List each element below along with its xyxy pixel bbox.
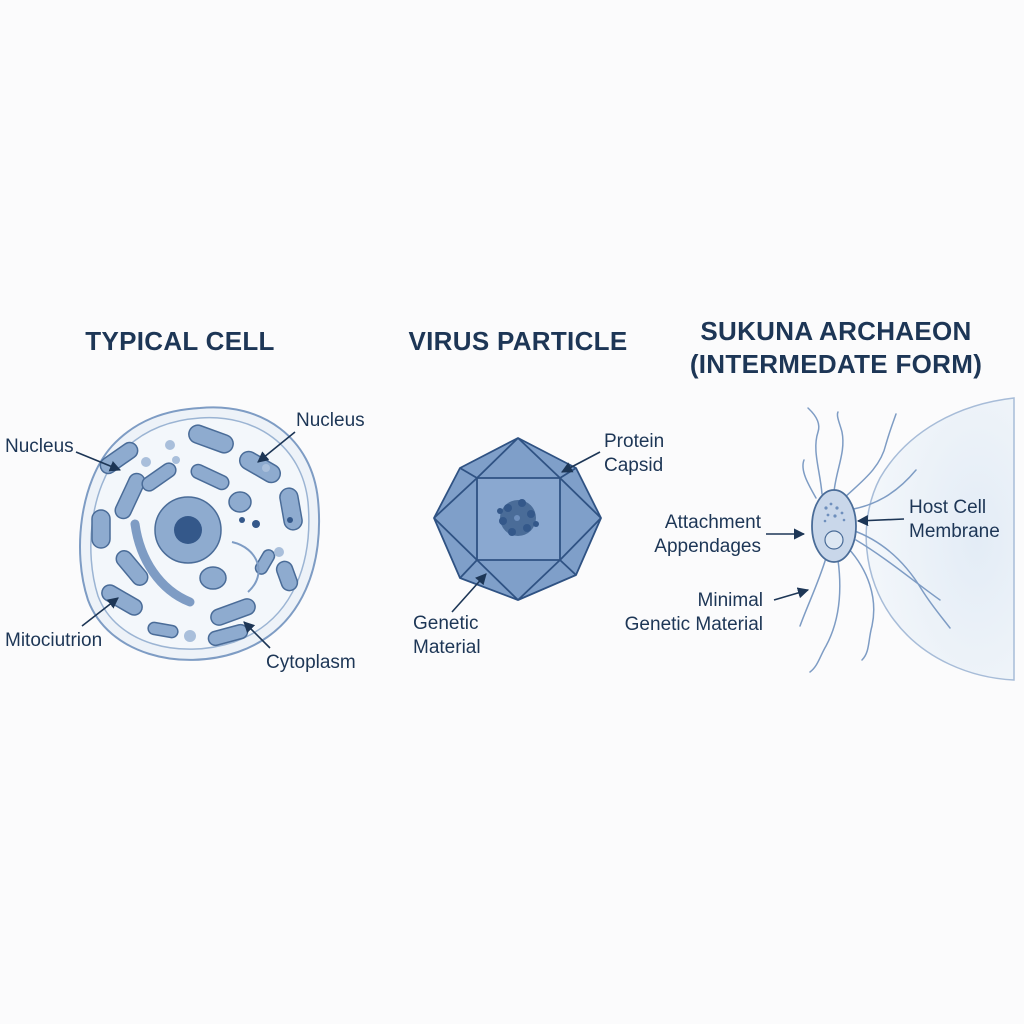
attachment-appendages xyxy=(799,407,951,673)
archaeon-panel: SUKUNA ARCHAEON (INTERMEDATE FORM) xyxy=(625,316,1015,681)
archaeon-minimal-genetic-material xyxy=(823,502,846,523)
cell-granules xyxy=(141,440,293,642)
label-capsid-line2: Capsid xyxy=(604,455,663,476)
organelle-oval xyxy=(190,463,230,491)
leader-cytoplasm xyxy=(243,621,271,649)
cytoskeleton-fiber xyxy=(231,541,260,593)
organelle-oval xyxy=(188,424,234,454)
archaeon-inclusion xyxy=(824,530,844,550)
label-genetic-line2: Material xyxy=(413,637,481,658)
label-capsid-line1: Protein xyxy=(604,431,664,452)
endoplasmic-reticulum xyxy=(130,519,195,607)
label-minimal-line1: Minimal xyxy=(698,590,763,611)
leader-genetic xyxy=(451,573,487,613)
organelle-oval xyxy=(114,472,146,520)
label-attachment-line2: Appendages xyxy=(654,536,761,557)
organelle-oval xyxy=(210,598,256,626)
nucleolus xyxy=(174,516,202,544)
virus-particle-panel: VIRUS PARTICLE xyxy=(409,326,665,658)
cell-organelles xyxy=(91,424,303,647)
leader-nucleus-right xyxy=(257,431,296,463)
typical-cell-title: TYPICAL CELL xyxy=(85,326,274,356)
label-genetic-line1: Genetic xyxy=(413,613,478,634)
typical-cell-illustration xyxy=(79,406,321,661)
virus-particle-title: VIRUS PARTICLE xyxy=(409,326,628,356)
organelle-oval xyxy=(141,462,177,492)
leader-nucleus-left xyxy=(75,451,122,472)
organelle-oval xyxy=(115,550,149,586)
leader-capsid xyxy=(561,451,601,473)
label-nucleus-left: Nucleus xyxy=(5,436,74,457)
organelle-oval xyxy=(147,621,179,639)
virus-genetic-material xyxy=(497,499,539,536)
vesicle xyxy=(228,491,252,513)
archaeon-title-line1: SUKUNA ARCHAEON xyxy=(700,316,971,346)
label-attachment-line1: Attachment xyxy=(665,512,762,533)
typical-cell-panel: TYPICAL CELL xyxy=(5,326,365,673)
archaeon-cell-body xyxy=(811,489,857,563)
leader-minimal xyxy=(773,587,810,601)
label-mitochondrion: Mitociutrion xyxy=(5,630,102,651)
archaeon-title-line2: (INTERMEDATE FORM) xyxy=(690,349,982,379)
label-nucleus-right: Nucleus xyxy=(296,410,365,431)
organelle-oval xyxy=(275,560,299,592)
label-host-line1: Host Cell xyxy=(909,497,986,518)
label-host-line2: Membrane xyxy=(909,521,1000,542)
leader-mitochondrion xyxy=(81,597,119,627)
vesicle xyxy=(199,566,227,590)
label-minimal-line2: Genetic Material xyxy=(625,614,763,635)
leader-host xyxy=(856,514,905,527)
host-cell-membrane xyxy=(865,397,1015,681)
label-cytoplasm: Cytoplasm xyxy=(266,652,356,673)
capsid-facet-lines xyxy=(433,437,602,601)
organelle-oval xyxy=(91,509,111,549)
organelle-oval xyxy=(279,487,303,531)
